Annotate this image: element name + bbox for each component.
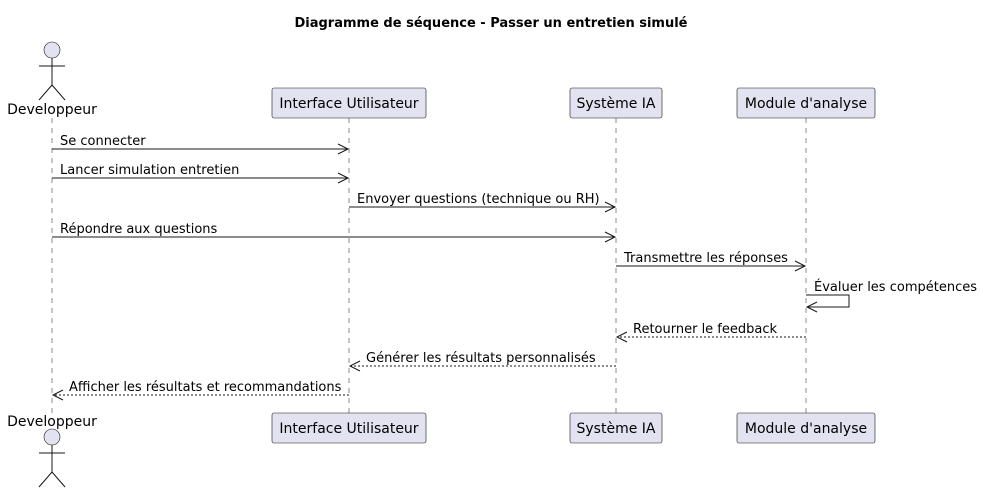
participant-label: Module d'analyse [745, 421, 867, 437]
participant-box [569, 87, 663, 119]
message-label: Se connecter [60, 134, 146, 149]
self-message-line [806, 294, 850, 308]
message-label: Retourner le feedback [633, 322, 778, 337]
participant-label: Interface Utilisateur [279, 96, 418, 112]
participants-bottom: Developpeur Interface Utilisateur Système … [7, 412, 876, 488]
actor-label: Developpeur [7, 102, 97, 118]
arrowhead [51, 389, 64, 401]
participant-interface-utilisateur-top: Interface Utilisateur [271, 87, 427, 119]
message-label: Afficher les résultats et recommandation… [69, 380, 342, 395]
diagram-title: Diagramme de séquence - Passer un entret… [294, 16, 687, 31]
participant-systeme-ia-top: Système IA [569, 87, 663, 119]
participant-label: Système IA [577, 96, 656, 112]
participant-box [271, 87, 427, 119]
message-label: Générer les résultats personnalisés [366, 351, 596, 366]
message-1: Se connecter [52, 134, 350, 155]
arrowhead [337, 172, 350, 184]
message-9: Afficher les résultats et recommandation… [51, 380, 349, 401]
participant-box [569, 412, 663, 444]
arrowhead [794, 260, 807, 272]
message-5: Transmettre les réponses [616, 251, 807, 272]
participant-interface-utilisateur-bottom: Interface Utilisateur [271, 412, 427, 444]
participant-box [736, 412, 876, 444]
participants-top: Developpeur Interface Utilisateur Système … [7, 41, 876, 119]
message-6: Évaluer les compétences [805, 279, 977, 313]
arrowhead [337, 143, 350, 155]
message-label: Transmettre les réponses [623, 251, 788, 266]
message-3: Envoyer questions (technique ou RH) [349, 192, 617, 213]
actor-label: Developpeur [7, 414, 97, 430]
actor-developpeur-top: Developpeur [7, 41, 97, 118]
participant-label: Interface Utilisateur [279, 421, 418, 437]
arrowhead [615, 331, 628, 343]
arrowhead [348, 360, 361, 372]
actor-developpeur-bottom: Developpeur [7, 414, 97, 488]
message-label: Évaluer les compétences [814, 279, 977, 295]
participant-box [736, 87, 876, 119]
participant-label: Module d'analyse [745, 96, 867, 112]
participant-module-analyse-top: Module d'analyse [736, 87, 876, 119]
participant-label: Système IA [577, 421, 656, 437]
participant-box [271, 412, 427, 444]
actor-icon [38, 428, 66, 488]
arrowhead [604, 231, 617, 243]
message-4: Répondre aux questions [52, 222, 617, 243]
arrowhead [805, 301, 818, 313]
message-2: Lancer simulation entretien [52, 163, 350, 184]
actor-icon [38, 41, 66, 101]
message-8: Générer les résultats personnalisés [348, 351, 616, 372]
message-label: Répondre aux questions [60, 222, 218, 237]
message-label: Envoyer questions (technique ou RH) [357, 192, 600, 207]
arrowhead [604, 201, 617, 213]
participant-module-analyse-bottom: Module d'analyse [736, 412, 876, 444]
message-7: Retourner le feedback [615, 322, 806, 343]
participant-systeme-ia-bottom: Système IA [569, 412, 663, 444]
message-label: Lancer simulation entretien [60, 163, 239, 178]
